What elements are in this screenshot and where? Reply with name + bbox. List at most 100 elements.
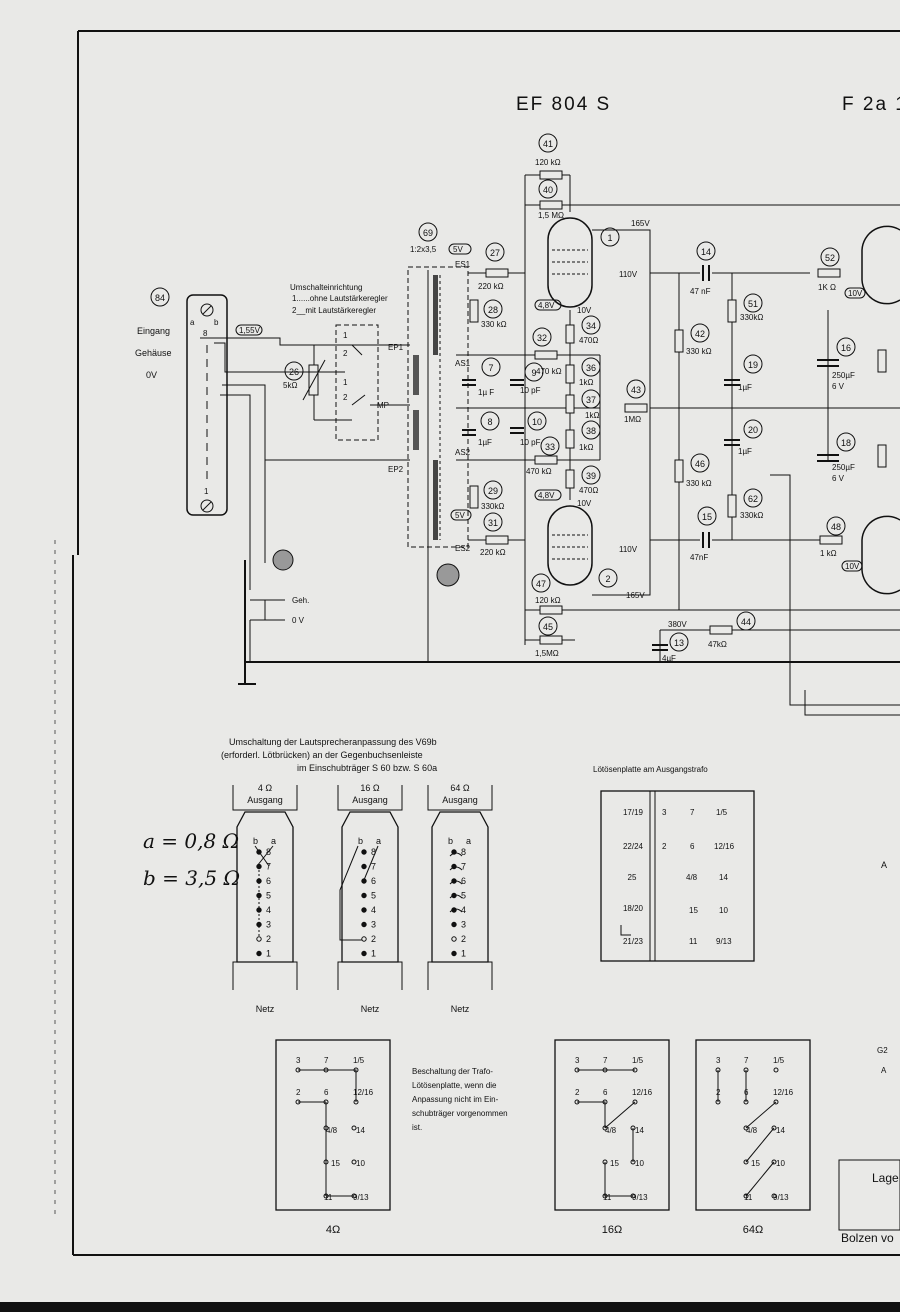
wiring-pin-label: 7 [324, 1056, 329, 1065]
svg-text:250µF: 250µF [832, 463, 855, 472]
svg-text:84: 84 [155, 293, 165, 303]
pin-label: 4 [371, 905, 376, 915]
tube1-screen-v: 110V [619, 270, 638, 279]
svg-text:A: A [881, 860, 887, 870]
pin-label: 4 [461, 905, 466, 915]
label-gehaeuse: Gehäuse [135, 348, 172, 358]
wiring-pin-label: 10 [635, 1159, 644, 1168]
switch-pos2b: 2 [343, 393, 348, 402]
svg-text:250µF: 250µF [832, 371, 855, 380]
svg-text:470Ω: 470Ω [579, 336, 598, 345]
ground-rail [238, 560, 900, 685]
wiring-pin-label: 12/16 [353, 1088, 374, 1097]
svg-text:41: 41 [543, 139, 553, 149]
svg-text:8: 8 [203, 329, 208, 338]
wiring-pin-label: 11 [603, 1193, 612, 1202]
pin-label: b [358, 836, 363, 846]
svg-text:1kΩ: 1kΩ [579, 443, 593, 452]
svg-text:AS2: AS2 [455, 448, 471, 457]
pin-label: 8 [371, 847, 376, 857]
input-transformer: 69 1:2x3,5 5V 5V ES1 ES2 AS1 AS2 [407, 222, 472, 553]
wiring-pin-label: 1/5 [773, 1056, 785, 1065]
label-0v: 0V [146, 370, 157, 380]
svg-text:AS1: AS1 [455, 359, 471, 368]
svg-text:29: 29 [488, 486, 498, 496]
svg-text:39: 39 [586, 471, 596, 481]
wiring-caption: 16Ω [602, 1224, 622, 1236]
plate-label-right: 1/5 [716, 808, 728, 817]
tube-2 [547, 505, 593, 586]
wiring-pin-label: 1/5 [353, 1056, 365, 1065]
svg-text:62: 62 [748, 494, 758, 504]
svg-text:34: 34 [586, 321, 596, 331]
wiring-pin-label: 10 [356, 1159, 365, 1168]
svg-text:7: 7 [488, 363, 493, 373]
pin-label: 4 [266, 905, 271, 915]
pin-label: 2 [461, 934, 466, 944]
svg-text:1µF: 1µF [738, 383, 752, 392]
label-ep1: EP1 [388, 343, 404, 352]
wiring-pin-label: 4/8 [746, 1126, 758, 1135]
svg-text:330kΩ: 330kΩ [740, 313, 763, 322]
pin-label: 8 [461, 847, 466, 857]
svg-text:10: 10 [532, 417, 542, 427]
svg-text:1kΩ: 1kΩ [585, 411, 599, 420]
plate-label-right: 7 [690, 808, 695, 817]
wiring-desc-line: Beschaltung der Trafo- [412, 1067, 493, 1076]
svg-text:1:2x3,5: 1:2x3,5 [410, 245, 437, 254]
wiring-pin-label: 15 [610, 1159, 619, 1168]
svg-text:32: 32 [537, 333, 547, 343]
tube1-anode-v: 165V [631, 219, 650, 228]
svg-text:38: 38 [586, 426, 596, 436]
label-eingang: Eingang [137, 326, 170, 336]
plate-label-right: 9/13 [716, 937, 732, 946]
svg-text:6 V: 6 V [832, 474, 845, 483]
svg-text:1,5 MΩ: 1,5 MΩ [538, 211, 564, 220]
wiring-desc-line: Anpassung nicht im Ein- [412, 1095, 499, 1104]
svg-text:Lage: Lage [872, 1171, 899, 1185]
speaker-title-3: im Einschubträger S 60 bzw. S 60a [297, 763, 437, 773]
svg-text:330kΩ: 330kΩ [740, 511, 763, 520]
svg-text:5V: 5V [455, 511, 465, 520]
pin-label: 6 [371, 876, 376, 886]
pin-label: 5 [266, 891, 271, 901]
svg-text:470Ω: 470Ω [579, 486, 598, 495]
input-connector: 84 a b 8 1 [150, 287, 228, 516]
pin-label: a [376, 836, 381, 846]
pin-label: 6 [461, 876, 466, 886]
plate-label-right: 14 [719, 873, 728, 882]
svg-text:42: 42 [695, 329, 705, 339]
switch-box [335, 324, 379, 441]
svg-text:19: 19 [748, 360, 758, 370]
svg-text:Bolzen vo: Bolzen vo [841, 1231, 894, 1245]
tube-type-title: EF 804 S [516, 94, 611, 115]
svg-text:36: 36 [586, 363, 596, 373]
plate-label-left: 18/20 [623, 904, 644, 913]
wiring-pin-label: 15 [331, 1159, 340, 1168]
switch-opt1: 1......ohne Lautstärkeregler [292, 294, 388, 303]
wiring-desc-line: schubträger vorgenommen [412, 1109, 508, 1118]
pin-label: 1 [371, 949, 376, 959]
pin-label: a [466, 836, 471, 846]
svg-text:27: 27 [490, 248, 500, 258]
pin-label: 7 [371, 862, 376, 872]
svg-text:43: 43 [631, 385, 641, 395]
svg-text:330 kΩ: 330 kΩ [686, 479, 712, 488]
svg-text:48: 48 [831, 522, 841, 532]
svg-text:1µ F: 1µ F [478, 388, 494, 397]
next-stage-v2: 10V [845, 562, 860, 571]
svg-text:10 pF: 10 pF [520, 438, 541, 447]
plate-label-left: 25 [628, 873, 637, 882]
pin-label: 7 [266, 862, 271, 872]
wiring-pin-label: 2 [296, 1088, 301, 1097]
wiring-pin-label: 3 [575, 1056, 580, 1065]
tube2-grid-v: 10V [577, 499, 592, 508]
switch-wiring [314, 404, 410, 421]
svg-text:8: 8 [487, 417, 492, 427]
plate-label-mid: 15 [689, 906, 698, 915]
wiring-pin-label: 1/5 [632, 1056, 644, 1065]
svg-text:1µF: 1µF [738, 447, 752, 456]
